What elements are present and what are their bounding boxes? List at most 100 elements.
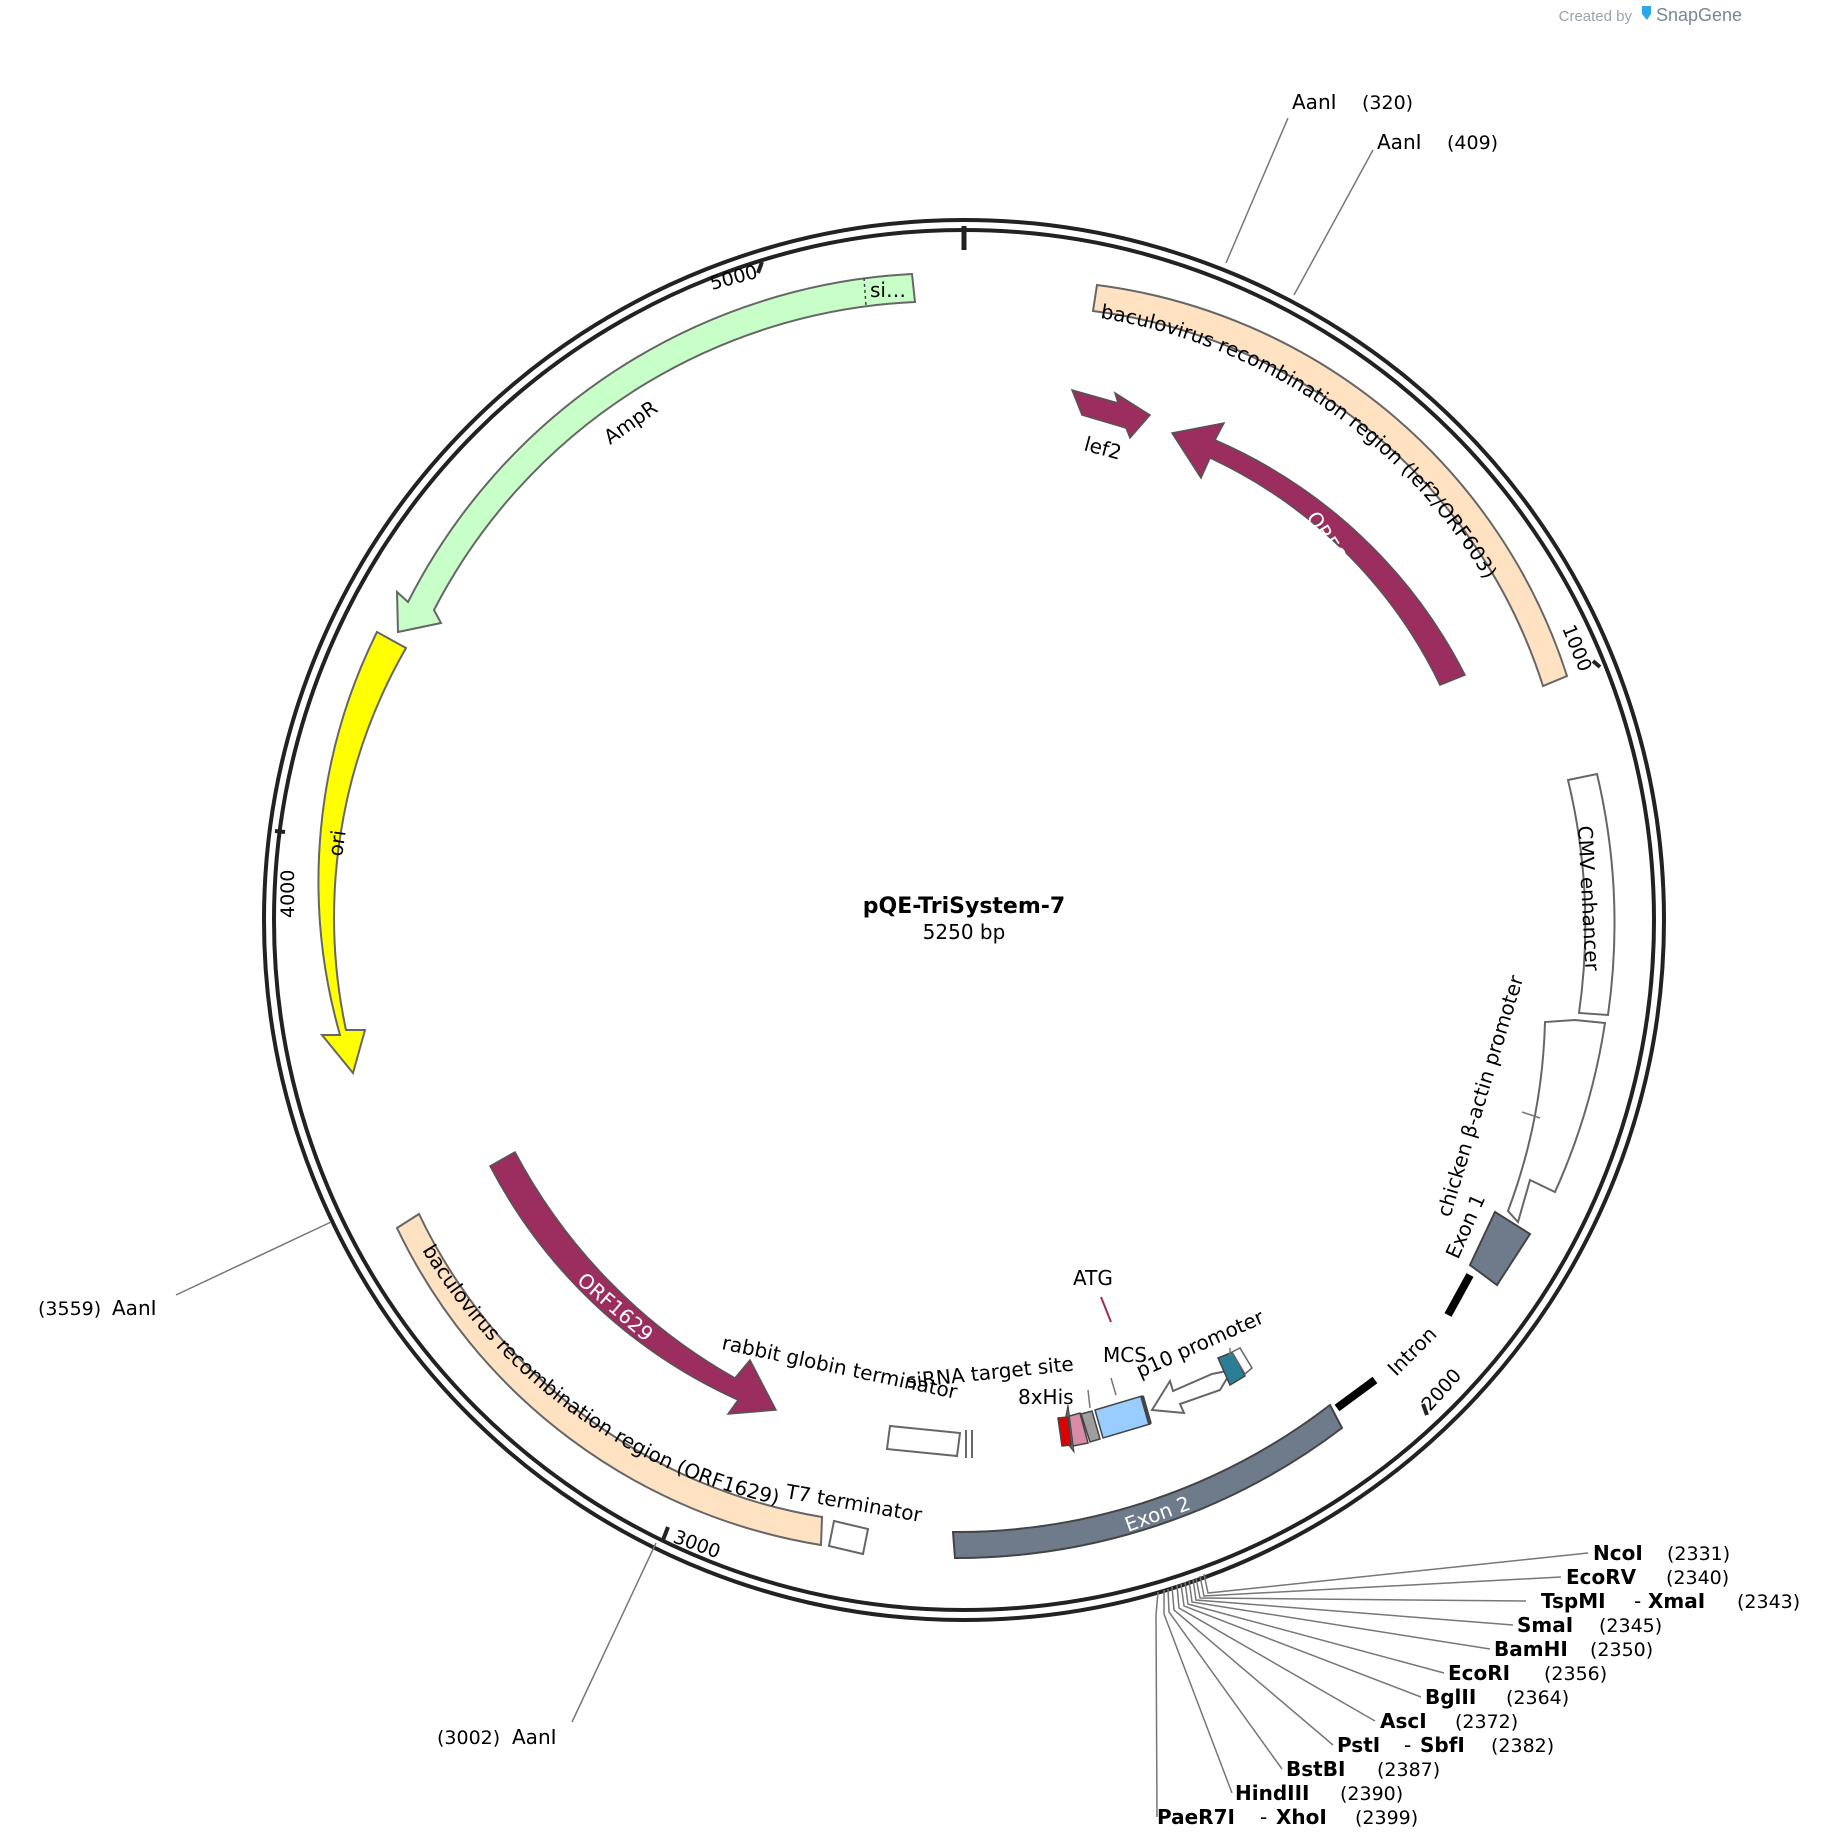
svg-text:AanI: AanI	[1292, 90, 1337, 114]
site-hindiii[interactable]: HindIII (2390)	[1235, 1781, 1403, 1805]
svg-text:NcoI: NcoI	[1593, 1541, 1643, 1565]
svg-text:AanI: AanI	[112, 1296, 157, 1320]
p10-cap-teal	[1216, 1351, 1246, 1387]
red-marker	[1057, 1416, 1072, 1447]
site-aani-320[interactable]: AanI (320)	[1225, 90, 1413, 264]
svg-text:(2399): (2399)	[1355, 1807, 1418, 1829]
site-bglii[interactable]: BglII (2364)	[1425, 1685, 1569, 1709]
svg-text:XmaI: XmaI	[1648, 1589, 1705, 1613]
tick-4000: 4000	[274, 829, 299, 918]
svg-text:EcoRI: EcoRI	[1448, 1661, 1510, 1685]
intron-segment-2[interactable]	[1334, 1376, 1378, 1412]
svg-text:(2340): (2340)	[1666, 1567, 1729, 1589]
created-by-text: Created by	[1559, 8, 1633, 25]
ampr-promoter-label: si…	[870, 278, 906, 302]
plasmid-size: 5250 bp	[923, 920, 1006, 944]
svg-text:AscI: AscI	[1380, 1709, 1427, 1733]
svg-text:(2343): (2343)	[1737, 1591, 1800, 1613]
baculovirus-region-lef2-textpath: baculovirus recombination region (lef2/O…	[1099, 299, 1502, 582]
svg-text:SmaI: SmaI	[1517, 1613, 1573, 1637]
site-aani-409[interactable]: AanI (409)	[1293, 130, 1498, 296]
site-psti-sbfi[interactable]: PstI - SbfI (2382)	[1337, 1733, 1554, 1757]
site-ncoi[interactable]: NcoI (2331)	[1593, 1541, 1730, 1565]
lef2-arrow[interactable]	[1070, 388, 1152, 440]
svg-text:(3002): (3002)	[437, 1727, 500, 1749]
svg-text:AanI: AanI	[1377, 130, 1422, 154]
svg-text:(409): (409)	[1447, 132, 1498, 154]
cmv-enhancer[interactable]	[1566, 772, 1616, 1017]
svg-text:(2387): (2387)	[1377, 1759, 1440, 1781]
p10-promoter-arrow[interactable]	[1150, 1368, 1235, 1415]
atg-label: ATG	[1073, 1266, 1113, 1290]
site-tspmi-xmai[interactable]: TspMI - XmaI (2343)	[1541, 1589, 1800, 1613]
svg-text:XhoI: XhoI	[1276, 1805, 1327, 1829]
chicken-beta-actin-promoter[interactable]	[1506, 1018, 1607, 1225]
ampr-arrow[interactable]	[395, 272, 917, 634]
svg-text:TspMI: TspMI	[1541, 1589, 1606, 1613]
ori-label: ori	[323, 829, 350, 858]
baculovirus-region-orf1629[interactable]	[395, 1212, 824, 1547]
site-bamhi[interactable]: BamHI (2350)	[1494, 1637, 1653, 1661]
svg-text:AanI: AanI	[512, 1725, 557, 1749]
orf1629-label: ORF1629	[573, 1268, 658, 1347]
lef2-label: lef2	[1082, 432, 1125, 465]
svg-text:PaeR7I: PaeR7I	[1157, 1805, 1235, 1829]
ori-arrow[interactable]	[317, 630, 408, 1076]
atg-marker[interactable]	[1100, 1296, 1112, 1323]
svg-text:(2364): (2364)	[1506, 1687, 1569, 1709]
svg-text:(2331): (2331)	[1667, 1543, 1730, 1565]
site-asci[interactable]: AscI (2372)	[1380, 1709, 1518, 1733]
svg-text:BglII: BglII	[1425, 1685, 1476, 1709]
tick-2000: 2000	[1417, 1365, 1466, 1416]
svg-text:PstI: PstI	[1337, 1733, 1380, 1757]
mcs-edge	[1140, 1395, 1152, 1425]
svg-text:(2390): (2390)	[1340, 1783, 1403, 1805]
exon1[interactable]	[1468, 1210, 1532, 1287]
svg-text:(2356): (2356)	[1544, 1663, 1607, 1685]
plasmid-name: pQE-TriSystem-7	[863, 894, 1065, 919]
mcs-label: MCS	[1103, 1343, 1147, 1367]
orf603-arrow[interactable]	[1170, 421, 1467, 686]
his-tag-label: 8xHis	[1018, 1385, 1074, 1409]
svg-text:BamHI: BamHI	[1494, 1637, 1568, 1661]
site-bstbi[interactable]: BstBI (2387)	[1286, 1757, 1440, 1781]
brand-text: SnapGene	[1656, 5, 1742, 25]
svg-text:EcoRV: EcoRV	[1566, 1565, 1637, 1589]
site-aani-3002[interactable]: (3002) AanI	[437, 1542, 657, 1749]
p10-cap-white	[1230, 1347, 1253, 1376]
sirna-target-site[interactable]	[1080, 1410, 1101, 1443]
svg-text:(2350): (2350)	[1590, 1639, 1653, 1661]
svg-text:(320): (320)	[1362, 92, 1413, 114]
svg-text:BstBI: BstBI	[1286, 1757, 1345, 1781]
chicken-beta-actin-promoter-label: chicken β-actin promoter	[1432, 972, 1529, 1220]
site-ecori[interactable]: EcoRI (2356)	[1448, 1661, 1607, 1685]
mcs-site-leaders	[1155, 1552, 1589, 1818]
svg-text:(3559): (3559)	[38, 1298, 101, 1320]
backbone-outer	[262, 218, 1666, 1622]
site-aani-3559[interactable]: (3559) AanI	[38, 1221, 332, 1320]
t7-terminator[interactable]	[827, 1519, 870, 1556]
cba-leader-line	[1521, 1111, 1541, 1119]
intron-segment-1[interactable]	[1444, 1273, 1474, 1317]
intron-label: Intron	[1383, 1322, 1442, 1381]
mcs-leader	[1110, 1377, 1117, 1396]
rabbit-globin-terminator[interactable]	[885, 1424, 962, 1458]
svg-text:2000: 2000	[1417, 1365, 1466, 1416]
baculovirus-region-lef2-path-label: baculovirus recombination region (lef2/O…	[1099, 299, 1502, 582]
orf1629-arrow[interactable]	[488, 1150, 778, 1415]
svg-text:-: -	[1404, 1733, 1411, 1757]
snapgene-logo-icon	[1642, 6, 1651, 20]
svg-text:(2345): (2345)	[1599, 1615, 1662, 1637]
sirna-leader	[1087, 1389, 1091, 1409]
svg-text:(2372): (2372)	[1455, 1711, 1518, 1733]
svg-text:HindIII: HindIII	[1235, 1781, 1309, 1805]
baculovirus-region-lef2[interactable]	[1091, 283, 1569, 688]
exon2[interactable]	[951, 1403, 1344, 1560]
site-paer7i-xhoi[interactable]: PaeR7I - XhoI (2399)	[1157, 1805, 1418, 1829]
ampr-promoter-divider	[863, 277, 867, 307]
site-smai[interactable]: SmaI (2345)	[1517, 1613, 1662, 1637]
site-ecorv[interactable]: EcoRV (2340)	[1566, 1565, 1729, 1589]
svg-text:SbfI: SbfI	[1420, 1733, 1465, 1757]
svg-text:4000: 4000	[277, 870, 299, 918]
